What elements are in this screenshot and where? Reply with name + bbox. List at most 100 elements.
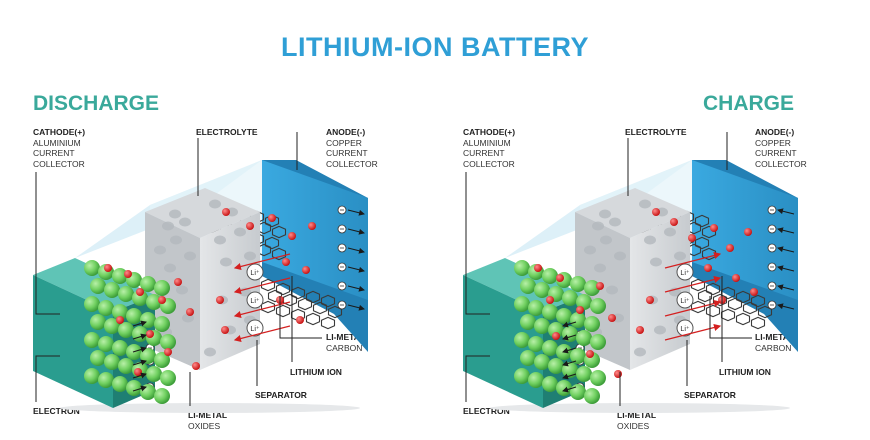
cathode-sub-2: CURRENT — [463, 148, 505, 158]
anode-sub-2: CURRENT — [755, 148, 797, 158]
oxide-ball — [556, 380, 572, 396]
lithium-ion-dot — [710, 224, 718, 232]
lithium-ion-dot — [546, 296, 554, 304]
li-ion-badge — [246, 263, 264, 281]
lithium-ion-dot — [288, 232, 296, 240]
li-ion-badge — [676, 291, 694, 309]
electron-flow-arrow — [777, 265, 795, 272]
ion-flow-arrow — [664, 251, 722, 269]
separator-pore — [204, 347, 216, 357]
separator-label: SEPARATOR — [684, 390, 736, 401]
separator-pore — [634, 347, 646, 357]
electrolyte-title: ELECTROLYTE — [625, 127, 687, 137]
ion-flow-arrow — [233, 301, 291, 319]
oxide-ball — [570, 312, 586, 328]
carbon-hex — [735, 312, 751, 326]
electron-flow-arrow — [347, 209, 365, 216]
electron-flow-arrow — [562, 347, 577, 354]
cathode-label: CATHODE(+) ALUMINIUM CURRENT COLLECTOR — [33, 127, 85, 169]
carbon-hex — [282, 293, 298, 307]
lithium-ion-dot — [534, 264, 542, 272]
li-ion-badge — [246, 319, 264, 337]
oxide-ball — [112, 268, 128, 284]
lithium-ion-dot — [670, 218, 678, 226]
li-metal-carbon-sub: CARBON — [755, 342, 792, 353]
carbon-hex — [694, 214, 710, 228]
oxide-ball — [562, 290, 578, 306]
lithium-ion-dot — [268, 214, 276, 222]
electron-flow-arrow — [777, 303, 795, 310]
carbon-hex — [750, 294, 766, 308]
oxide-ball — [520, 350, 536, 366]
electron-flow-arrow — [777, 208, 795, 215]
charge-battery: Li⁺Li⁺Li⁺ — [463, 132, 798, 413]
carbon-hex — [275, 304, 291, 318]
li-metal-carbon-title: LI-METAL — [755, 332, 795, 342]
oxide-ball — [562, 326, 578, 342]
carbon-hex — [750, 316, 766, 330]
cathode-sub-1: ALUMINIUM — [33, 137, 81, 148]
oxide-ball — [528, 336, 544, 352]
separator-pore — [606, 285, 618, 295]
oxide-ball — [542, 340, 558, 356]
lithium-ion-dot — [556, 274, 564, 282]
li-ion-badge-text: Li⁺ — [250, 298, 259, 305]
carbon-hex — [727, 297, 743, 311]
anode-label: ANODE(-) COPPER CURRENT COLLECTOR — [755, 127, 807, 169]
anode-sub-1: COPPER — [755, 137, 791, 148]
separator-pore — [220, 257, 232, 267]
oxide-ball — [584, 280, 600, 296]
separator-pore — [609, 217, 621, 227]
oxide-ball — [556, 308, 572, 324]
electron-flow-arrow — [777, 227, 795, 234]
discharge-battery: Li⁺Li⁺Li⁺ — [33, 132, 368, 413]
lithium-ion-dot — [608, 314, 616, 322]
electron-flow-arrow — [347, 247, 365, 254]
leader-line — [35, 172, 60, 315]
lithium-ion-dot — [596, 282, 604, 290]
oxide-ball — [590, 298, 606, 314]
oxide-ball — [154, 280, 170, 296]
oxide-ball — [514, 296, 530, 312]
carbon-hex — [264, 236, 280, 250]
lithium-ion-dot — [116, 316, 124, 324]
carbon-hex — [320, 294, 336, 308]
electron-flow-arrow — [562, 360, 577, 367]
charge-heading: CHARGE — [703, 92, 795, 115]
oxide-ball — [590, 370, 606, 386]
li-metal-oxides-label: LI-METAL OXIDES — [617, 410, 656, 431]
li-metal-carbon-sub: CARBON — [326, 342, 363, 353]
leader-line — [465, 355, 490, 402]
oxide-ball — [126, 308, 142, 324]
oxide-ball — [542, 376, 558, 392]
carbon-hex — [305, 312, 321, 326]
separator-pore — [184, 251, 196, 261]
anode-title: ANODE(-) — [326, 127, 366, 137]
lithium-ion-dot — [246, 222, 254, 230]
lithium-ion-dot — [174, 278, 182, 286]
electron-flow-arrow — [777, 246, 795, 253]
cathode-title: CATHODE(+) — [33, 127, 86, 137]
oxide-ball — [542, 304, 558, 320]
carbon-hex — [271, 247, 287, 261]
separator-pore — [639, 199, 651, 209]
electron-flow-arrow — [562, 373, 577, 380]
main-title: LITHIUM-ION BATTERY — [281, 32, 589, 62]
carbon-hex — [275, 282, 291, 296]
separator-pore — [164, 263, 176, 273]
electrolyte-title: ELECTROLYTE — [196, 127, 258, 137]
electron-flow-arrow — [347, 228, 365, 235]
oxide-ball — [104, 354, 120, 370]
oxide-ball — [84, 368, 100, 384]
electron-flow-arrow — [347, 266, 365, 273]
cathode-sub-3: COLLECTOR — [463, 158, 515, 169]
oxide-ball — [570, 276, 586, 292]
lithium-ion-dot — [146, 330, 154, 338]
oxide-ball — [542, 268, 558, 284]
lithium-ion-dot — [158, 296, 166, 304]
cathode-label: CATHODE(+) ALUMINIUM CURRENT COLLECTOR — [463, 127, 515, 169]
oxide-ball — [520, 314, 536, 330]
separator-pore — [234, 227, 246, 237]
oxide-ball — [126, 380, 142, 396]
oxide-ball — [576, 366, 592, 382]
